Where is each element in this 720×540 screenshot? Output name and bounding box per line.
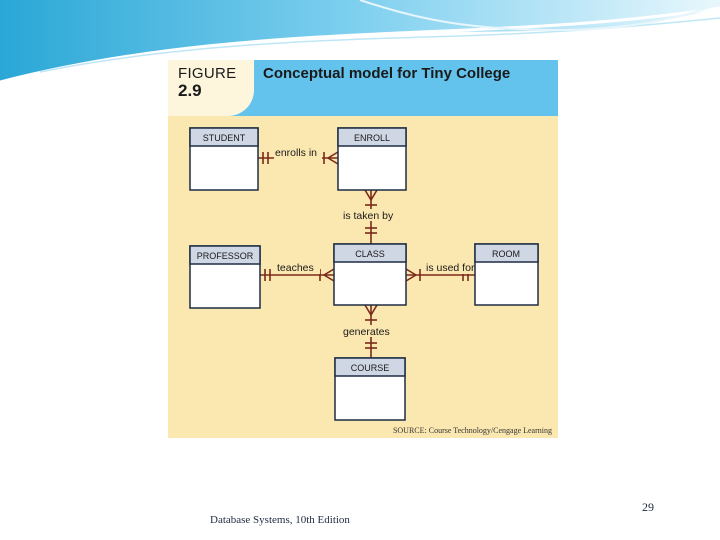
rel-generates: generates — [343, 326, 390, 338]
figure-label-tab: FIGURE 2.9 — [168, 60, 254, 116]
entity-class-name: CLASS — [355, 249, 385, 259]
class-crowsfoot-down — [364, 304, 378, 316]
entity-room: ROOM — [474, 243, 539, 306]
entity-student: STUDENT — [189, 127, 259, 191]
rel-teaches: teaches — [277, 262, 314, 274]
class-crowsfoot — [323, 268, 335, 282]
figure-title: Conceptual model for Tiny College — [263, 65, 511, 82]
entity-enroll: ENROLL — [337, 127, 407, 191]
footer-text: Database Systems, 10th Edition — [210, 514, 350, 526]
figure-label-word: FIGURE — [178, 65, 237, 82]
entity-course-name: COURSE — [351, 363, 390, 373]
header-swoosh-decoration — [0, 0, 720, 84]
enroll-crowsfoot-vertical — [364, 189, 378, 201]
figure-panel: FIGURE 2.9 Conceptual model for Tiny Col… — [168, 60, 558, 438]
rel-is-used-for: is used for — [426, 262, 475, 274]
entity-room-name: ROOM — [492, 249, 520, 259]
entity-student-name: STUDENT — [203, 133, 246, 143]
enroll-crowsfoot — [327, 151, 339, 165]
rel-is-taken-by: is taken by — [343, 210, 394, 222]
entity-professor-name: PROFESSOR — [197, 251, 254, 261]
page-number: 29 — [642, 500, 654, 514]
figure-source: SOURCE: Course Technology/Cengage Learni… — [392, 426, 552, 435]
entity-class: CLASS — [333, 243, 407, 306]
entity-enroll-name: ENROLL — [354, 133, 390, 143]
figure-label-number: 2.9 — [178, 81, 202, 100]
er-diagram: enrolls in is taken by teaches is used f… — [189, 127, 539, 421]
entity-course: COURSE — [334, 357, 406, 421]
entity-professor: PROFESSOR — [189, 245, 261, 309]
rel-enrolls-in: enrolls in — [275, 147, 317, 159]
class-crowsfoot-right — [405, 268, 417, 282]
